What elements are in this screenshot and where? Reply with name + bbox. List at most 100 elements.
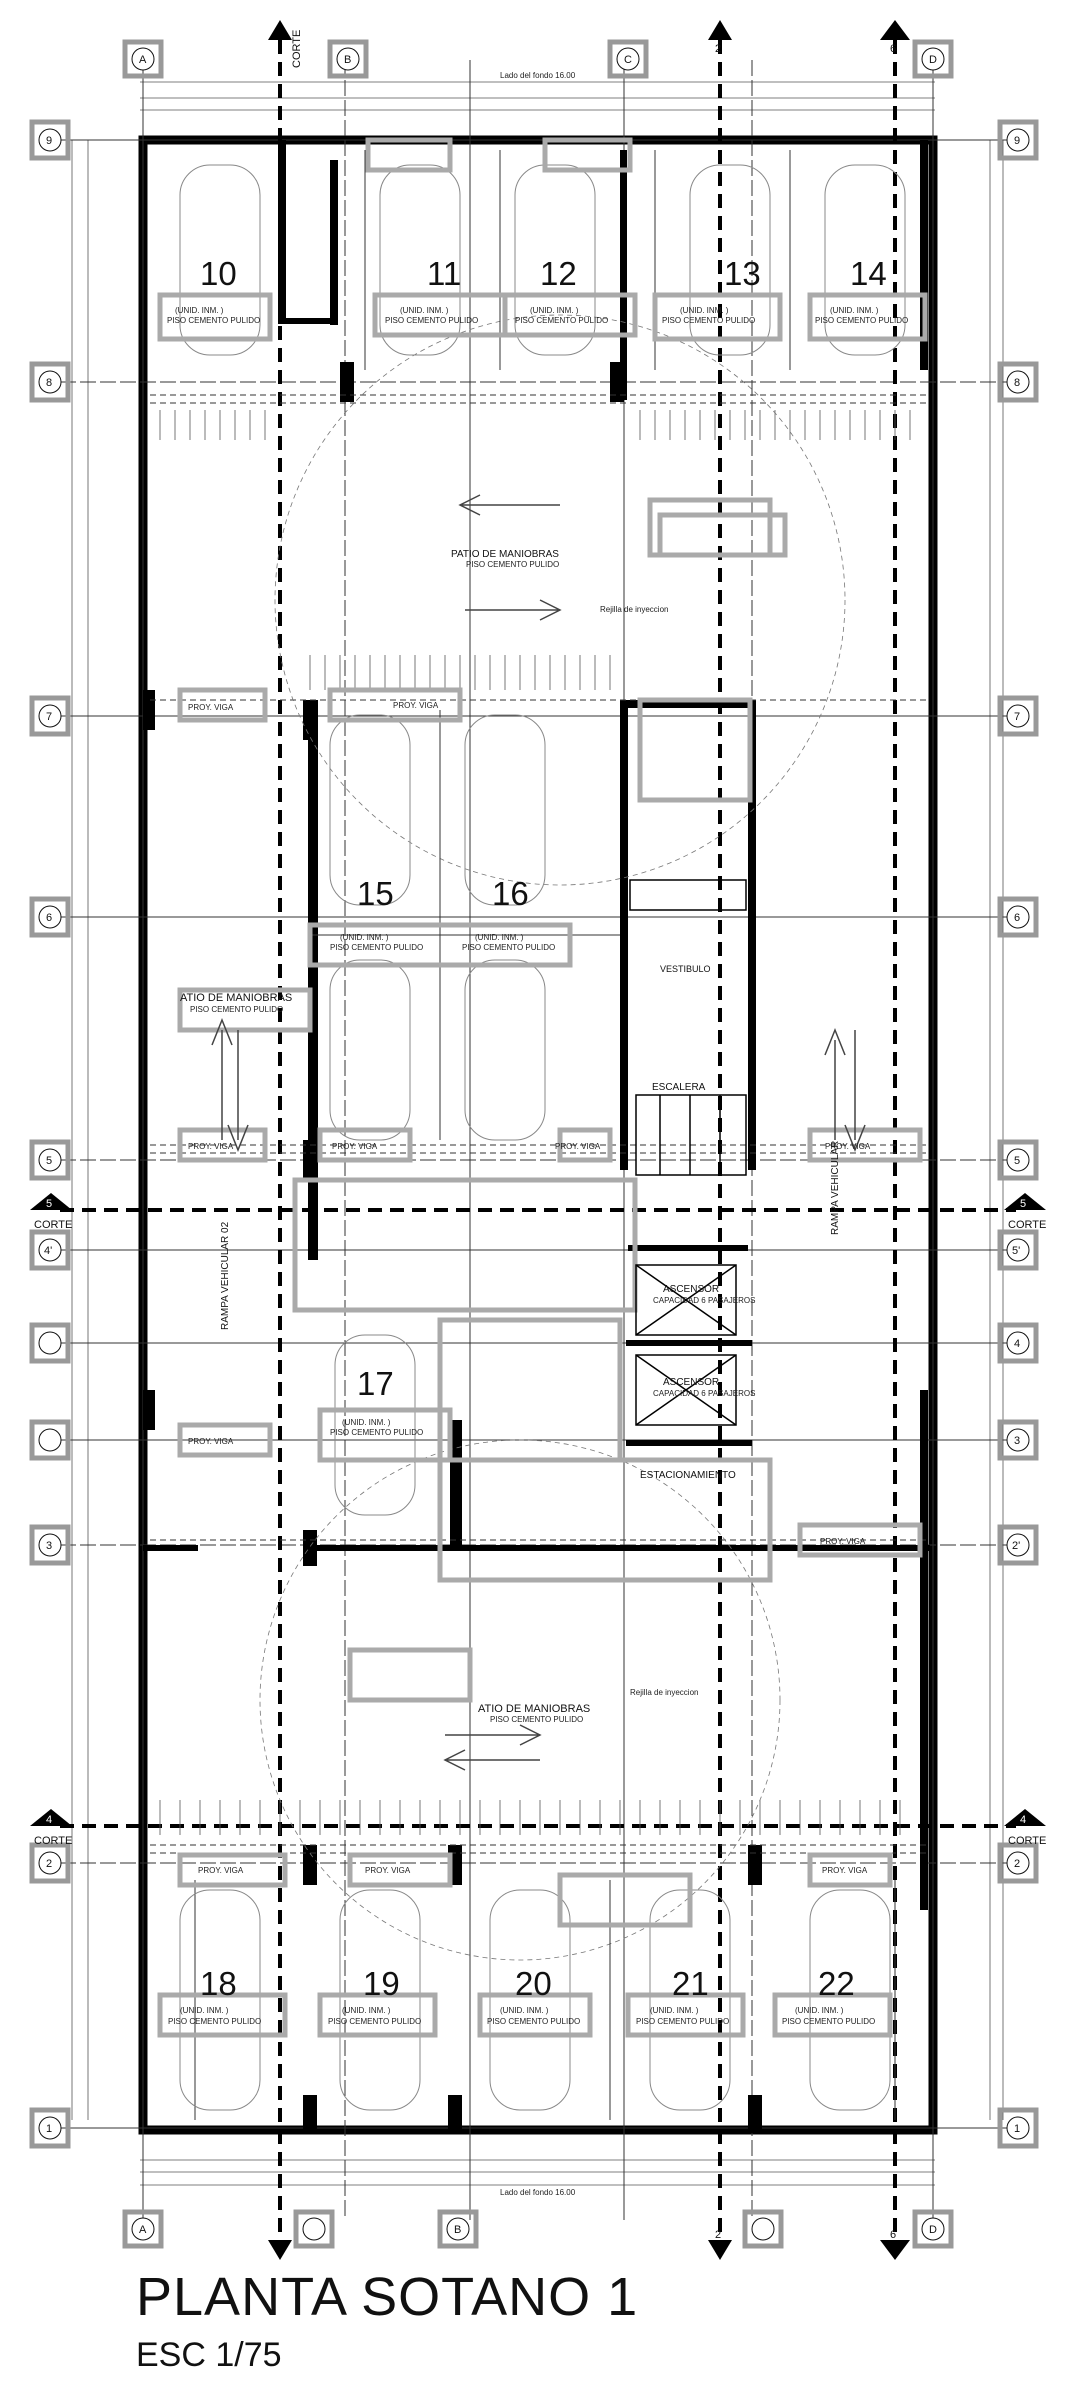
unid-label-15: (UNID. INM. ) [340,933,389,942]
patio-sub-2: PISO CEMENTO PULIDO [190,1005,283,1014]
corte-num-5-left: 5 [46,1198,52,1210]
parking-number-11: 11 [427,255,461,292]
ascensor-label-1: ASCENSOR [663,1284,719,1295]
corte-num-4-right: 4 [1020,1814,1026,1826]
grid-column-markers [122,39,954,2249]
proy-viga-10: PROY. VIGA [365,1866,411,1875]
grid-col-d-top: D [929,54,937,66]
proy-viga-3: PROY. VIGA [188,1142,234,1151]
interior-walls [143,140,930,1910]
proy-viga-2: PROY. VIGA [393,701,439,710]
grid-row-6-right: 6 [1014,912,1020,924]
grid-column-circles [131,47,945,2241]
outer-wall [138,135,938,2135]
parking-number-21: 21 [672,1965,709,2002]
corte-num-2-bottom: 2 [715,2229,721,2241]
proy-viga-9: PROY. VIGA [198,1866,244,1875]
piso-label-21: PISO CEMENTO PULIDO [636,2017,729,2026]
markup-boxes [157,137,928,2038]
parking-number-14: 14 [850,255,887,292]
corte-label-4-right: CORTE [1008,1835,1046,1847]
grid-row-5p-right: 5' [1012,1245,1020,1257]
piso-label-17: PISO CEMENTO PULIDO [330,1428,423,1437]
grid-col-c-top: C [624,54,632,66]
grid-row-3-right: 3 [1014,1435,1020,1447]
proy-viga-1: PROY. VIGA [188,703,234,712]
corte-markers [30,20,1046,2260]
grid-row-1-left: 1 [46,2123,52,2135]
proy-viga-8: PROY. VIGA [820,1537,866,1546]
parking-number-18: 18 [200,1965,237,2002]
parking-number-12: 12 [540,255,577,292]
corte-label-5-left: CORTE [34,1219,72,1231]
grid-row-1-right: 1 [1014,2123,1020,2135]
unid-label-12: (UNID. INM. ) [530,306,579,315]
unid-label-11: (UNID. INM. ) [400,306,449,315]
rampa-right-label: RAMPA VEHICULAR [830,1141,841,1235]
parking-number-13: 13 [724,255,761,292]
grid-row-9-right: 9 [1014,135,1020,147]
piso-label-12: PISO CEMENTO PULIDO [515,316,608,325]
lado-fondo-top: Lado del fondo 16.00 [500,71,576,80]
unid-label-18: (UNID. INM. ) [180,2006,229,2015]
corte-num-6-top: 6 [890,43,896,55]
piso-label-20: PISO CEMENTO PULIDO [487,2017,580,2026]
grid-row-5-right: 5 [1014,1155,1020,1167]
rejilla-label-2: Rejilla de inyeccion [630,1688,698,1697]
grid-row-8-right: 8 [1014,377,1020,389]
car-outlines [179,164,906,2111]
ascensor-label-2: ASCENSOR [663,1377,719,1388]
unid-label-20: (UNID. INM. ) [500,2006,549,2015]
piso-label-16: PISO CEMENTO PULIDO [462,943,555,952]
grid-row-7-right: 7 [1014,711,1020,723]
vestibulo-label: VESTIBULO [660,964,711,974]
corte-num-2-top: 2 [715,43,721,55]
unid-label-13: (UNID. INM. ) [680,306,729,315]
unid-label-22: (UNID. INM. ) [795,2006,844,2015]
rejilla-label-1: Rejilla de inyeccion [600,605,668,614]
grid-row-7-left: 7 [46,711,52,723]
estacionamiento-label: ESTACIONAMIENTO [640,1470,736,1481]
piso-label-10: PISO CEMENTO PULIDO [167,316,260,325]
grid-row-3-left: 3 [46,1540,52,1552]
grid-row-9-left: 9 [46,135,52,147]
grid-row-6-left: 6 [46,912,52,924]
turning-circles [259,314,846,1961]
grid-row-2p-right: 2' [1012,1540,1020,1552]
drawing-title: PLANTA SOTANO 1 [136,2267,639,2327]
drawing-scale: ESC 1/75 [136,2336,282,2374]
unid-label-16: (UNID. INM. ) [475,933,524,942]
corte-num-4-left: 4 [46,1814,52,1826]
ramp-arrows [211,494,866,1771]
grid-col-a-bottom: A [139,2224,147,2236]
corte-num-6-bottom: 6 [890,2229,896,2241]
structural-columns [143,362,762,2133]
proy-viga-5: PROY. VIGA [555,1142,601,1151]
corte-num-5-right: 5 [1020,1198,1026,1210]
corte-label-1-top: CORTE [291,30,303,68]
unid-label-10: (UNID. INM. ) [175,306,224,315]
corte-label-4-left: CORTE [34,1835,72,1847]
patio-sub-1: PISO CEMENTO PULIDO [466,560,559,569]
lado-fondo-bottom: Lado del fondo 16.00 [500,2188,576,2197]
piso-label-22: PISO CEMENTO PULIDO [782,2017,875,2026]
grid-col-d-bottom: D [929,2224,937,2236]
piso-label-13: PISO CEMENTO PULIDO [662,316,755,325]
grid-row-8-left: 8 [46,377,52,389]
patio-label-1: PATIO DE MANIOBRAS [451,549,559,560]
parking-number-17: 17 [357,1365,394,1402]
grid-row-4p-left: 4' [44,1245,52,1257]
core-elements [629,879,747,1426]
rampa-left-label: RAMPA VEHICULAR 02 [220,1221,231,1330]
parking-number-19: 19 [363,1965,400,2002]
unid-label-14: (UNID. INM. ) [830,306,879,315]
unid-label-19: (UNID. INM. ) [342,2006,391,2015]
piso-label-14: PISO CEMENTO PULIDO [815,316,908,325]
proy-viga-11: PROY. VIGA [822,1866,868,1875]
proy-viga-4: PROY. VIGA [332,1142,378,1151]
piso-label-15: PISO CEMENTO PULIDO [330,943,423,952]
beam-projections [150,394,926,1854]
grid-row-circles [38,128,1030,2140]
grid-col-b-bottom: B [454,2224,461,2236]
